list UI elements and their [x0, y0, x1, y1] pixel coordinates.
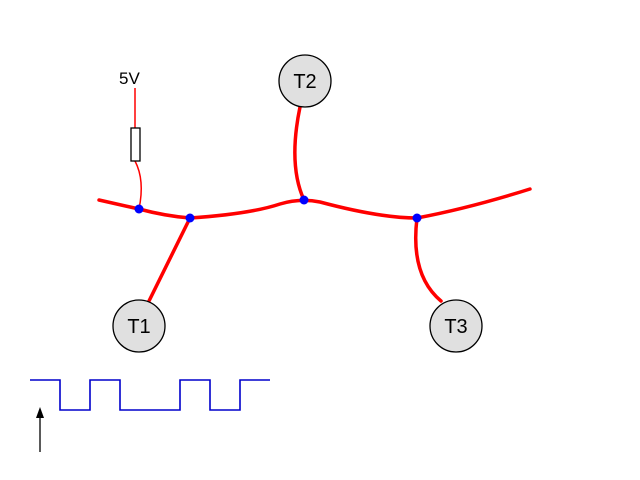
node-t3-circle: [429, 299, 483, 353]
node-t2-label: T2: [293, 71, 316, 93]
branch-t3: [413, 216, 443, 303]
junction-dot-t1: [185, 213, 195, 223]
junction-dot-pullup: [134, 204, 144, 214]
junction-dot-t3: [412, 213, 422, 223]
node-t2: T2: [278, 54, 332, 108]
junction-dot-t2: [299, 195, 309, 205]
branch-t2: [293, 105, 306, 202]
arrow-head-icon: [36, 407, 44, 418]
supply-label: 5V: [119, 69, 140, 88]
bus-line: [97, 187, 532, 220]
branch-t1: [147, 216, 192, 303]
node-t2-circle: [278, 54, 332, 108]
pullup-resistor: [130, 127, 141, 162]
node-t3-label: T3: [444, 316, 467, 338]
node-t1-label: T1: [127, 316, 150, 338]
node-t3: T3: [429, 299, 483, 353]
node-t1-circle: [112, 299, 166, 353]
node-t1: T1: [112, 299, 166, 353]
pullup-wire-bottom: [134, 160, 142, 210]
signal-waveform: [30, 379, 270, 411]
